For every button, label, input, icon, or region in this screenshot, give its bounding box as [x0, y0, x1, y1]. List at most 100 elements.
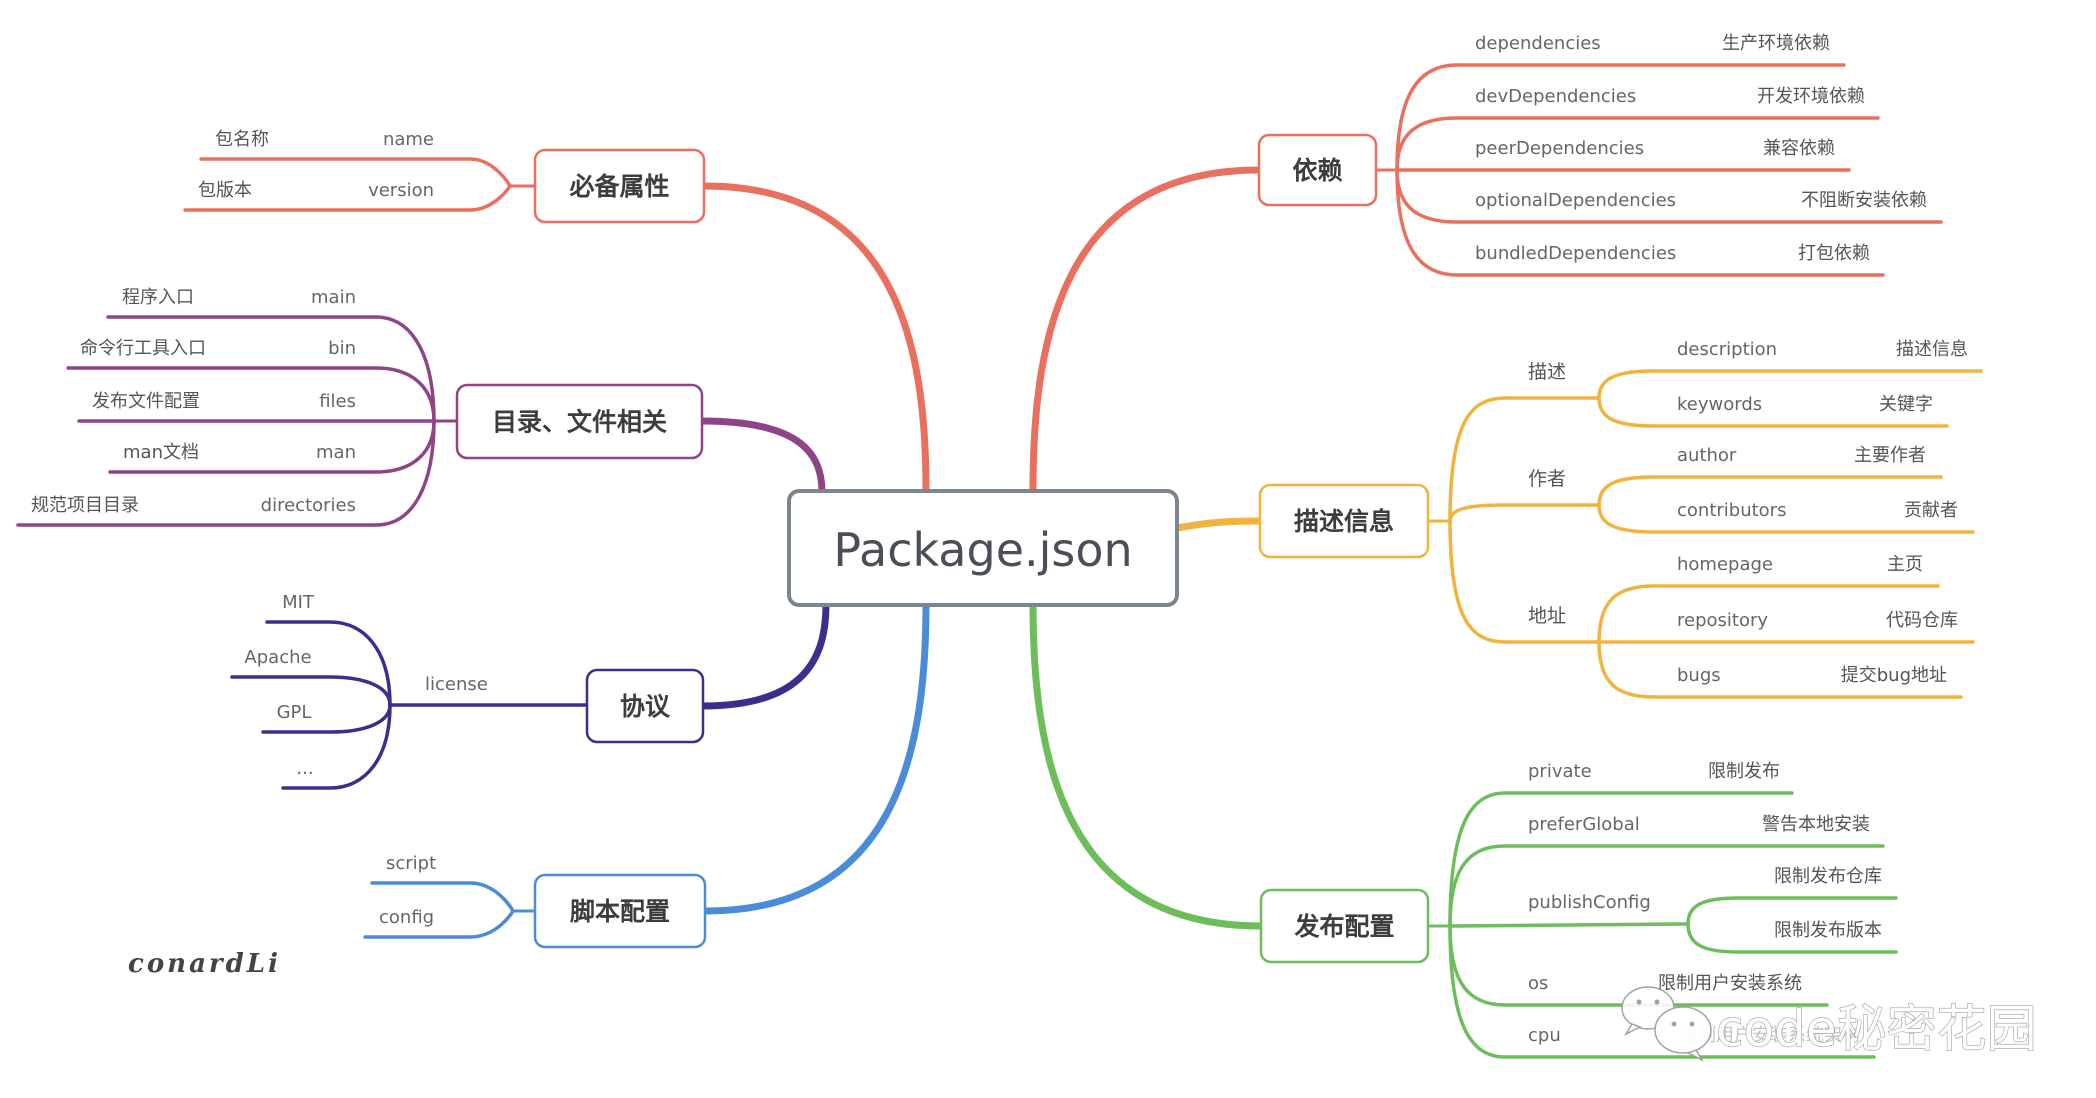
leaf-underline — [66, 366, 436, 423]
leaf-desc: 包名称 — [215, 129, 269, 150]
node-publish-box — [1259, 888, 1430, 964]
leaf-desc: 主页 — [1887, 554, 1923, 575]
node-required-label: 必备属性 — [569, 172, 669, 201]
leaf-underline — [106, 315, 436, 423]
sub-topic[interactable]: 描述 — [1448, 361, 1601, 523]
leaf-underline — [265, 620, 392, 707]
leaf-subitem[interactable]: 限制发布版本 — [1686, 920, 1898, 954]
leaf-item[interactable]: main 程序入口 — [106, 287, 436, 423]
leaf-desc: 兼容依赖 — [1763, 138, 1835, 159]
leaf-item[interactable]: optionalDependencies 不阻断安装依赖 — [1395, 168, 1943, 224]
leaf-subitem[interactable]: 限制发布仓库 — [1686, 866, 1898, 926]
leaf-item[interactable]: bin 命令行工具入口 — [66, 338, 436, 423]
link-directories — [698, 417, 826, 496]
leaf-key: optionalDependencies — [1475, 190, 1676, 211]
leaf-desc: 打包依赖 — [1798, 243, 1870, 264]
leaf-item[interactable]: keywords 关键字 — [1597, 394, 1949, 428]
leaf-desc: 命令行工具入口 — [80, 338, 206, 359]
link-license — [699, 600, 830, 710]
leaf-key: ... — [296, 758, 313, 779]
leaf-desc: 贡献者 — [1904, 500, 1958, 521]
node-license[interactable]: 协议 — [585, 668, 705, 744]
sub-topic[interactable]: 作者 — [1448, 468, 1601, 523]
leaf-desc: 警告本地安装 — [1762, 814, 1870, 835]
node-scripts-box — [533, 873, 707, 949]
leaf-key: repository — [1677, 610, 1768, 631]
leaf-key: script — [386, 853, 436, 874]
leaf-desc: 提交bug地址 — [1841, 665, 1947, 686]
leaf-desc: 限制用户安装系统架构 — [1680, 1025, 1860, 1046]
leaf-desc: 程序入口 — [122, 287, 194, 308]
leaf-item[interactable]: bundledDependencies 打包依赖 — [1395, 168, 1885, 277]
sub-topic[interactable]: 地址 — [1448, 519, 1601, 644]
leaf-underline — [1686, 922, 1898, 954]
branch-links — [432, 166, 1452, 930]
leaf-item[interactable]: homepage 主页 — [1597, 554, 1940, 644]
node-description-box — [1258, 483, 1430, 559]
leaf-underline — [1597, 475, 1943, 507]
node-directories[interactable]: 目录、文件相关 — [455, 383, 704, 460]
leaf-key: os — [1528, 973, 1548, 994]
leaf-key: man — [316, 442, 356, 463]
leaf-desc: 限制用户安装系统 — [1658, 973, 1802, 994]
leaf-underline — [1686, 896, 1898, 926]
link-dependencies — [1029, 166, 1263, 494]
leaf-item[interactable]: config — [363, 907, 515, 939]
sub-topic-line — [1448, 519, 1601, 644]
node-dependencies-label: 依赖 — [1292, 156, 1342, 185]
leaf-key: devDependencies — [1475, 86, 1636, 107]
leaf-item[interactable]: publishConfig — [1448, 892, 1690, 928]
node-publish-label: 发布配置 — [1293, 912, 1394, 941]
leaf-underline — [1597, 369, 1983, 400]
leaf-key: main — [311, 287, 356, 308]
leaf-item[interactable]: Apache — [230, 647, 392, 707]
leaf-item[interactable]: MIT — [265, 592, 392, 707]
root-node[interactable]: Package.json — [787, 489, 1179, 607]
sub-topic-line — [1448, 503, 1601, 523]
leaf-key: bundledDependencies — [1475, 243, 1676, 264]
license-key[interactable]: license — [388, 674, 589, 707]
leaf-underline — [1597, 640, 1963, 699]
leaf-key: homepage — [1677, 554, 1773, 575]
node-publish[interactable]: 发布配置 — [1259, 888, 1430, 964]
node-description[interactable]: 描述信息 — [1258, 483, 1430, 559]
leaf-key: dependencies — [1475, 33, 1601, 54]
node-dependencies[interactable]: 依赖 — [1257, 133, 1378, 207]
leaf-key: contributors — [1677, 500, 1786, 521]
sub-topic-label: 描述 — [1528, 361, 1566, 383]
node-required-box — [533, 148, 706, 224]
node-scripts[interactable]: 脚本配置 — [533, 873, 707, 949]
leaf-item[interactable]: script — [370, 853, 515, 913]
leaf-key: MIT — [282, 592, 315, 613]
leaf-key: keywords — [1677, 394, 1762, 415]
leaf-underline — [1395, 116, 1880, 172]
leaf-underline — [1448, 922, 1690, 928]
leaf-desc: 关键字 — [1879, 394, 1933, 415]
leaf-item[interactable]: ... — [281, 703, 392, 790]
leaf-key: directories — [261, 495, 356, 516]
leaf-item[interactable]: GPL — [261, 702, 392, 734]
leaf-item[interactable]: contributors 贡献者 — [1597, 500, 1975, 534]
leaf-key: bin — [328, 338, 356, 359]
leaf-desc: 主要作者 — [1854, 445, 1926, 466]
leaf-desc: 不阻断安装依赖 — [1801, 190, 1927, 211]
leaf-underline — [1448, 791, 1794, 928]
node-required[interactable]: 必备属性 — [533, 148, 706, 224]
